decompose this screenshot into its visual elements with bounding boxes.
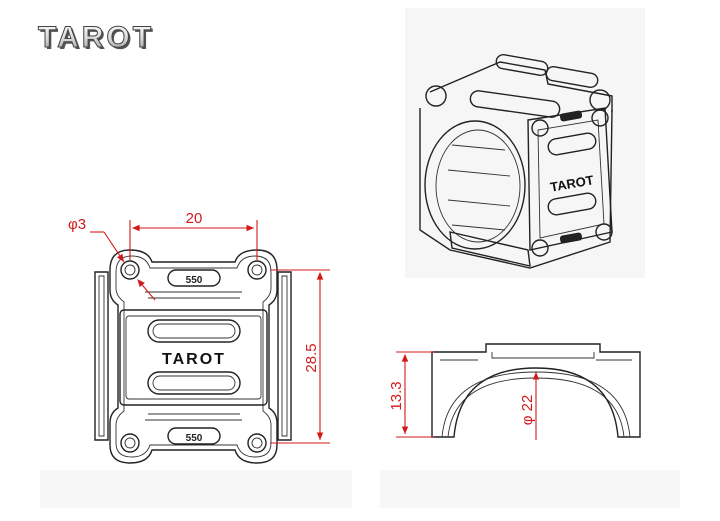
left-tube-inner xyxy=(98,275,105,437)
top-view-dimensions: 20 φ3 28.5 xyxy=(68,210,330,444)
dim-side-height: 13.3 xyxy=(388,381,405,410)
iso-window-1 xyxy=(547,132,597,156)
iso-bottom-rail xyxy=(449,231,531,267)
center-frame xyxy=(119,309,268,406)
mount-hole-tl xyxy=(120,260,140,280)
upper-window xyxy=(147,319,241,343)
top-view-brand: TAROT xyxy=(162,351,226,368)
top-slot-label: 550 xyxy=(186,275,203,286)
mount-hole-tl-inner xyxy=(124,264,136,276)
upper-window-inner xyxy=(152,323,236,339)
side-top-step xyxy=(491,352,595,359)
bottom-ribs xyxy=(145,413,242,421)
right-tube-inner xyxy=(281,275,288,437)
iso-boss-tr xyxy=(591,109,609,127)
iso-boss-tl xyxy=(531,119,549,137)
iso-view: TAROT xyxy=(419,54,613,269)
mount-hole-tr-inner xyxy=(251,264,263,276)
bottom-slot-label: 550 xyxy=(186,433,203,444)
iso-bore-inner xyxy=(435,129,521,243)
mount-hole-br xyxy=(247,433,267,453)
mount-hole-tr xyxy=(247,260,267,280)
dim-hole-spacing: 20 xyxy=(186,210,203,227)
iso-tube-end-left xyxy=(425,85,447,107)
iso-body-outline xyxy=(419,108,613,269)
iso-window-2 xyxy=(547,192,597,216)
bottom-panel xyxy=(40,470,352,508)
iso-rail-front xyxy=(469,90,561,118)
bottom-slot xyxy=(167,427,221,445)
dim-hole-diameter: φ3 xyxy=(68,216,86,233)
iso-boss-bl xyxy=(531,239,549,257)
left-tube xyxy=(94,271,109,441)
dim-phi3-leader-2 xyxy=(137,279,156,301)
mount-hole-br-inner xyxy=(251,437,263,449)
top-ribs xyxy=(145,291,242,299)
iso-bore-ribs xyxy=(447,144,511,231)
iso-rail-2 xyxy=(545,66,599,88)
dim-phi3-leader xyxy=(103,231,125,263)
bottom-panel-right xyxy=(380,470,680,508)
mount-hole-bl xyxy=(120,433,140,453)
mount-hole-bl-inner xyxy=(124,437,136,449)
iso-bore-outer xyxy=(424,120,526,250)
logo-text: TAROT xyxy=(38,21,154,54)
dim-bore-diameter: φ 22 xyxy=(519,395,536,426)
top-view: 550 TAROT 550 xyxy=(94,249,292,464)
iso-slot-top xyxy=(559,110,583,122)
dim-height: 28.5 xyxy=(303,343,320,372)
side-view-dimensions: 13.3 φ 22 xyxy=(388,351,540,440)
right-tube xyxy=(277,271,292,441)
lower-window xyxy=(147,371,241,395)
brand-logo: TAROT TAROT xyxy=(38,21,156,57)
logo-shadow: TAROT xyxy=(40,23,156,56)
iso-slot-bottom xyxy=(559,232,583,244)
top-slot xyxy=(167,269,221,287)
body-inner-outline xyxy=(115,255,272,458)
lower-window-inner xyxy=(152,375,236,391)
iso-boss-br xyxy=(595,223,613,241)
center-frame-inner xyxy=(125,315,262,400)
